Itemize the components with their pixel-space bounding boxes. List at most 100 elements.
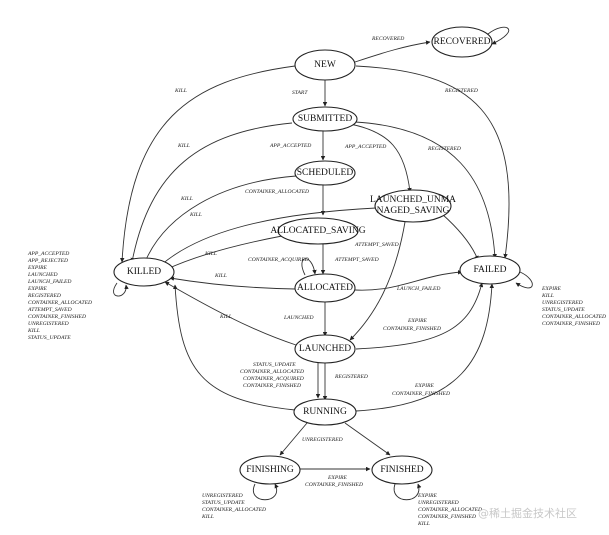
finishing-loop-label: CONTAINER_ALLOCATED bbox=[202, 507, 266, 513]
finished-loop-label: EXPIRE bbox=[417, 493, 438, 499]
label-kill-allocsaving: KILL bbox=[204, 251, 217, 257]
label-container-finished-finishing: CONTAINER_FINISHED bbox=[305, 482, 363, 488]
finished-loop-label: UNREGISTERED bbox=[418, 500, 459, 506]
killed-loop-label: APP_REJECTED bbox=[27, 258, 68, 264]
failed-loop-label: STATUS_UPDATE bbox=[542, 307, 585, 313]
state-launched-unmanaged-saving: LAUNCHED_UNMA NAGED_SAVING bbox=[370, 189, 456, 223]
edge-running-killed bbox=[172, 284, 296, 411]
state-new: NEW bbox=[294, 49, 356, 81]
killed-loop-label: STATUS_UPDATE bbox=[28, 335, 71, 341]
failed-loop-label: CONTAINER_ALLOCATED bbox=[542, 314, 606, 320]
label-container-allocated: CONTAINER_ALLOCATED bbox=[245, 189, 309, 195]
edge-unmanaged-failed bbox=[441, 213, 479, 261]
state-failed: FAILED bbox=[459, 255, 521, 285]
launched-loop-label: STATUS_UPDATE bbox=[253, 362, 296, 368]
state-allocated-label: ALLOCATED bbox=[297, 283, 353, 293]
label-app-accepted-2: APP_ACCEPTED bbox=[344, 144, 386, 150]
edge-labels: RECOVERED KILL START REGISTERED KILL APP… bbox=[27, 36, 606, 527]
state-finished: FINISHED bbox=[371, 455, 433, 485]
killed-loop-label: CONTAINER_FINISHED bbox=[28, 314, 86, 320]
launched-loop-label: CONTAINER_ALLOCATED bbox=[240, 369, 304, 375]
state-killed: KILLED bbox=[113, 257, 175, 287]
edge-new-recovered bbox=[354, 40, 431, 63]
label-container-finished-running: CONTAINER_FINISHED bbox=[392, 391, 450, 397]
watermark: @稀土掘金技术社区 bbox=[478, 506, 577, 520]
state-launched-unmanaged-saving-label-1: LAUNCHED_UNMA bbox=[370, 195, 456, 205]
state-launched: LAUNCHED bbox=[294, 334, 356, 364]
state-allocated-saving-label: ALLOCATED_SAVING bbox=[270, 226, 365, 236]
edge-killed-self bbox=[113, 282, 129, 297]
label-container-finished-launched: CONTAINER_FINISHED bbox=[383, 326, 441, 332]
killed-loop-label: UNREGISTERED bbox=[28, 321, 69, 327]
label-attempt-saved-2: ATTEMPT_SAVED bbox=[334, 257, 379, 263]
state-finishing-label: FINISHING bbox=[246, 465, 294, 475]
killed-loop-labels: APP_ACCEPTED APP_REJECTED EXPIRE LAUNCHE… bbox=[27, 251, 92, 341]
edge-launched-killed bbox=[164, 281, 297, 346]
killed-loop-label: CONTAINER_ALLOCATED bbox=[28, 300, 92, 306]
killed-loop-label: REGISTERED bbox=[27, 293, 61, 299]
state-launched-unmanaged-saving-label-2: NAGED_SAVING bbox=[377, 206, 450, 216]
label-launched: LAUNCHED bbox=[283, 315, 314, 321]
state-recovered: RECOVERED bbox=[431, 26, 493, 58]
label-registered-new: REGISTERED bbox=[444, 88, 478, 94]
state-running: RUNNING bbox=[293, 398, 357, 426]
edge-scheduled-killed bbox=[144, 175, 297, 263]
finishing-loop-label: STATUS_UPDATE bbox=[202, 500, 245, 506]
label-expire-finishing: EXPIRE bbox=[327, 475, 348, 481]
label-expire-running: EXPIRE bbox=[414, 383, 435, 389]
label-unregistered: UNREGISTERED bbox=[302, 437, 343, 443]
edge-new-failed bbox=[355, 65, 510, 259]
label-launch-failed: LAUNCH_FAILED bbox=[396, 286, 440, 292]
edges bbox=[113, 26, 533, 501]
label-attempt-saved-1: ATTEMPT_SAVED bbox=[354, 242, 399, 248]
finished-loop-labels: EXPIRE UNREGISTERED CONTAINER_ALLOCATED … bbox=[417, 493, 482, 527]
launched-loop-label: CONTAINER_FINISHED bbox=[243, 383, 301, 389]
state-submitted: SUBMITTED bbox=[292, 106, 358, 132]
label-kill-scheduled: KILL bbox=[180, 196, 193, 202]
edge-allocated-failed bbox=[354, 270, 463, 291]
finishing-loop-label: UNREGISTERED bbox=[202, 493, 243, 499]
label-start: START bbox=[292, 90, 308, 96]
edge-failed-self bbox=[515, 271, 533, 289]
label-kill-submitted: KILL bbox=[177, 143, 190, 149]
launched-loop-labels: STATUS_UPDATE CONTAINER_ALLOCATED CONTAI… bbox=[240, 362, 304, 389]
label-app-accepted-1: APP_ACCEPTED bbox=[269, 143, 311, 149]
label-recovered: RECOVERED bbox=[371, 36, 404, 42]
label-container-acquired: CONTAINER_ACQUIRED bbox=[248, 257, 309, 263]
edge-finished-self bbox=[393, 483, 422, 501]
state-scheduled-label: SCHEDULED bbox=[297, 168, 354, 178]
edge-finishing-self bbox=[252, 483, 279, 501]
state-killed-label: KILLED bbox=[127, 267, 161, 277]
state-launched-label: LAUNCHED bbox=[299, 344, 351, 354]
failed-loop-label: EXPIRE bbox=[541, 286, 562, 292]
edge-recovered-self bbox=[487, 26, 510, 45]
edge-unmanaged-killed bbox=[159, 207, 377, 267]
label-kill-unmanaged: KILL bbox=[189, 212, 202, 218]
killed-loop-label: LAUNCHED bbox=[27, 272, 58, 278]
label-registered-launched: REGISTERED bbox=[334, 374, 368, 380]
failed-loop-label: KILL bbox=[541, 293, 554, 299]
state-recovered-label: RECOVERED bbox=[434, 37, 491, 47]
finishing-loop-labels: UNREGISTERED STATUS_UPDATE CONTAINER_ALL… bbox=[201, 493, 266, 520]
edge-new-killed bbox=[119, 65, 296, 263]
edge-submitted-failed bbox=[354, 121, 497, 259]
edge-submitted-unmanaged bbox=[349, 123, 412, 193]
edge-allocated-self bbox=[301, 258, 317, 276]
finished-loop-label: KILL bbox=[417, 521, 430, 527]
state-finished-label: FINISHED bbox=[380, 465, 423, 475]
state-allocated-saving: ALLOCATED_SAVING bbox=[270, 217, 366, 245]
state-allocated: ALLOCATED bbox=[294, 273, 356, 303]
launched-loop-label: CONTAINER_ACQUIRED bbox=[243, 376, 304, 382]
edge-submitted-killed bbox=[130, 122, 293, 263]
finished-loop-label: CONTAINER_FINISHED bbox=[418, 514, 476, 520]
failed-loop-label: CONTAINER_FINISHED bbox=[542, 321, 600, 327]
label-kill-new: KILL bbox=[174, 88, 187, 94]
edge-running-finishing bbox=[279, 422, 308, 456]
killed-loop-label: APP_ACCEPTED bbox=[27, 251, 69, 257]
edge-launched-failed bbox=[355, 282, 484, 350]
edge-running-failed bbox=[355, 283, 495, 412]
edge-unmanaged-launched bbox=[349, 221, 406, 341]
failed-loop-label: UNREGISTERED bbox=[542, 300, 583, 306]
label-kill-allocated: KILL bbox=[214, 273, 227, 279]
